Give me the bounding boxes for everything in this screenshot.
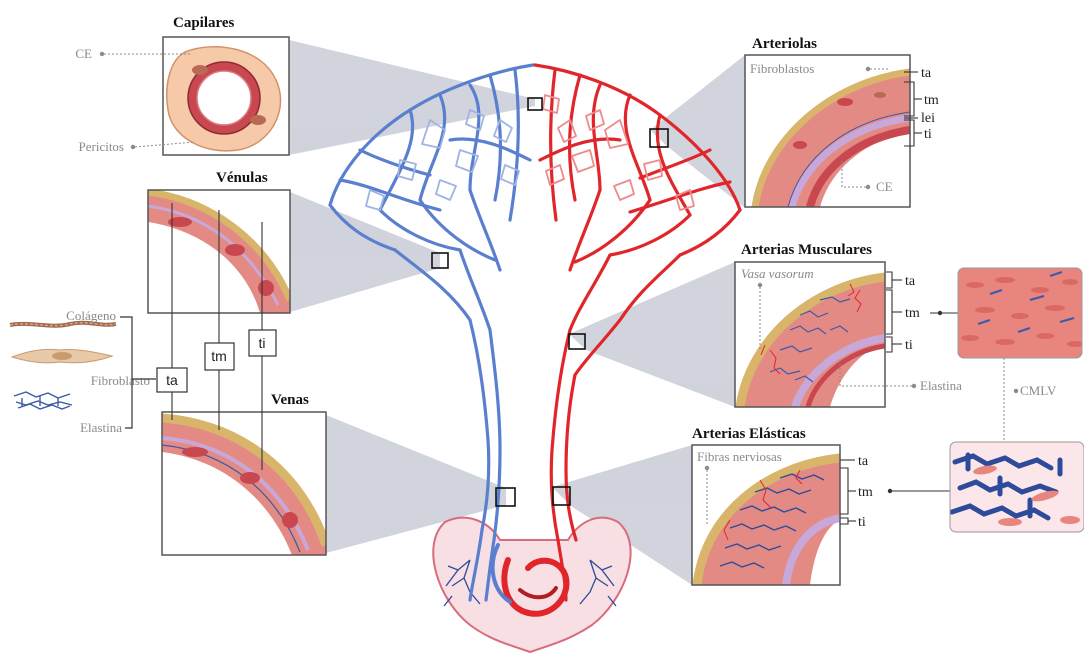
panel-capilares: Capilares CE Pericitos <box>75 15 289 155</box>
elastin-fiber-icon <box>14 392 72 409</box>
label-tm-elasticas: tm <box>858 485 873 500</box>
label-fibroblastos: Fibroblastos <box>750 61 814 76</box>
panel-arterias-elasticas: Arterias Elásticas Fibras nerviosas <box>692 426 950 585</box>
label-cmlv: CMLV <box>1020 383 1057 398</box>
legend-fibroblasto: Fibroblasto <box>91 373 150 388</box>
panel-title-capilares: Capilares <box>173 15 235 31</box>
label-ti-arteriolas: ti <box>924 127 932 142</box>
label-tm-arteriolas: tm <box>924 93 939 108</box>
panel-title-venulas: Vénulas <box>216 170 268 186</box>
lungs-outline <box>433 518 630 652</box>
panel-title-venas: Venas <box>271 392 309 408</box>
box-ti-label: ti <box>259 335 266 351</box>
label-ti-musculares: ti <box>905 338 913 353</box>
panel-arterias-musculares: Arterias Musculares Vasa vasorum Elastin… <box>735 242 962 407</box>
panel-title-arteriolas: Arteriolas <box>752 36 817 52</box>
panel-arteriolas: Arteriolas Fibroblastos CE ta <box>745 36 939 207</box>
label-ta-musculares: ta <box>905 274 916 289</box>
box-ta-label: ta <box>166 372 178 388</box>
label-tm-musculares: tm <box>905 306 920 321</box>
box-tm-label: tm <box>211 348 227 364</box>
texture-inset-muscle <box>958 268 1083 358</box>
panel-venas: Venas <box>162 392 326 555</box>
label-fibras-nerviosas: Fibras nerviosas <box>697 449 782 464</box>
texture-inset-elastic <box>950 442 1084 532</box>
label-vasa-vasorum: Vasa vasorum <box>741 266 814 281</box>
legend-colageno: Colágeno <box>66 308 116 323</box>
label-ti-elasticas: ti <box>858 515 866 530</box>
label-lei-arteriolas: lei <box>921 111 935 126</box>
label-ta-arteriolas: ta <box>921 66 932 81</box>
panel-title-musculares: Arterias Musculares <box>741 242 872 258</box>
panel-title-elasticas: Arterias Elásticas <box>692 426 806 442</box>
cmlv-connector: CMLV <box>1004 358 1057 442</box>
label-ce: CE <box>75 46 92 61</box>
label-elastina-musculares: Elastina <box>920 378 962 393</box>
legend-elastina: Elastina <box>80 420 122 435</box>
label-pericitos: Pericitos <box>79 139 125 154</box>
label-ce-arteriolas: CE <box>876 179 893 194</box>
label-ta-elasticas: ta <box>858 454 869 469</box>
